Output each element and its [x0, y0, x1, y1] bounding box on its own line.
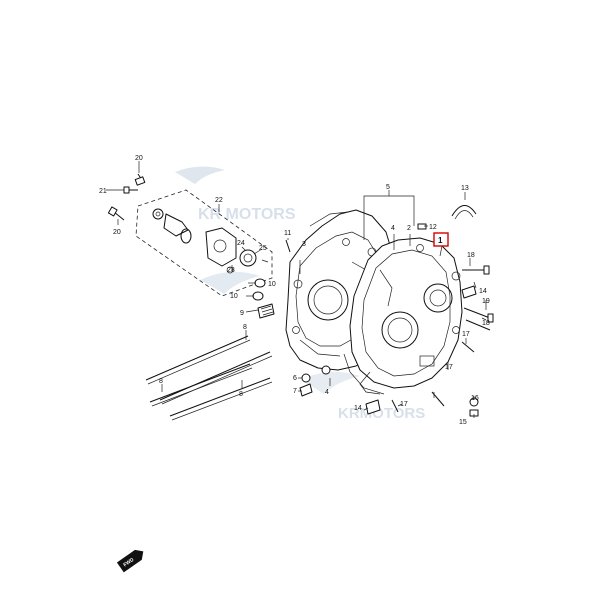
callout-20-lower: 20 — [113, 229, 121, 236]
callout-10-upper: 10 — [268, 281, 276, 288]
highlight-part-number: 1 — [438, 236, 443, 245]
callout-17-bottom: 17 — [400, 401, 408, 408]
callout-14-right: 14 — [479, 288, 487, 295]
callout-24: 24 — [237, 240, 245, 247]
callout-18-lower: 18 — [482, 320, 490, 327]
callout-4-lower: 4 — [325, 389, 329, 396]
callout-20-top: 20 — [135, 155, 143, 162]
callout-6: 6 — [293, 375, 297, 382]
callout-11: 11 — [284, 230, 291, 237]
callout-8-left: 8 — [159, 378, 163, 385]
watermark-top: KR MOTORS — [175, 166, 296, 223]
callout-4-upper: 4 — [391, 225, 395, 232]
callout-8-lower: 8 — [239, 391, 243, 398]
callout-19: 19 — [482, 298, 490, 305]
callout-labels: 20 21 20 22 24 25 23 11 10 10 9 8 8 8 3 … — [99, 155, 490, 426]
callout-17-mid: 17 — [445, 364, 453, 371]
forward-arrow-icon: FWD — [116, 549, 144, 573]
callout-15: 15 — [459, 419, 467, 426]
callout-2: 2 — [407, 225, 411, 232]
callout-12: 12 — [429, 224, 437, 231]
forward-label: FWD — [122, 557, 135, 569]
watermark-text-bottom: KRMOTORS — [338, 405, 425, 422]
callout-22: 22 — [215, 197, 223, 204]
leader-lines — [106, 161, 487, 418]
small-hardware — [107, 173, 494, 417]
callout-10-lower: 10 — [230, 293, 238, 300]
watermark-logo-bottom — [200, 271, 260, 294]
callout-21: 21 — [99, 188, 107, 195]
stud-bolts — [145, 335, 273, 421]
watermark-logo-top — [175, 166, 225, 184]
callout-25: 25 — [259, 245, 267, 252]
oil-pump-assembly — [135, 189, 273, 297]
highlighted-part-1[interactable]: 1 — [433, 232, 449, 247]
callout-17-right: 17 — [462, 331, 470, 338]
callout-14-bottom: 14 — [354, 405, 362, 412]
callout-13: 13 — [461, 185, 469, 192]
callout-16: 16 — [471, 395, 479, 402]
callout-8-upper: 8 — [243, 324, 247, 331]
callout-18-upper: 18 — [467, 252, 475, 259]
callout-9: 9 — [240, 310, 244, 317]
callout-5: 5 — [386, 184, 390, 191]
watermark-text-top: KR MOTORS — [198, 206, 296, 223]
callout-23: 23 — [227, 267, 235, 274]
callout-3: 3 — [302, 241, 306, 248]
callout-7: 7 — [293, 388, 297, 395]
